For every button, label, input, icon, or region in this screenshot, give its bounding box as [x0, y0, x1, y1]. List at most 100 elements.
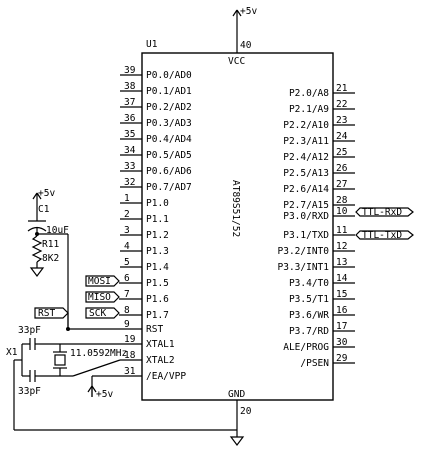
right-pin-name-25: P2.4/A12: [283, 152, 329, 163]
ttl-rxd-label: TTL-RxD: [362, 207, 402, 218]
right-pin-name-14: P3.4/T0: [289, 278, 329, 289]
vcc-arrow-l: [232, 9, 238, 17]
left-pin-num-2: 2: [124, 209, 130, 220]
left-pin-name-37: P0.2/AD2: [146, 102, 192, 113]
mosi-label: MOSI: [88, 276, 111, 287]
left-pin-name-36: P0.3/AD3: [146, 118, 192, 129]
xtal-wire-bottom: [72, 359, 121, 377]
cap-vcc-label: +5v: [38, 188, 55, 199]
right-pins: 21P2.0/A822P2.1/A923P2.2/A1024P2.3/A1125…: [278, 83, 355, 369]
sck-label: SCK: [89, 308, 106, 319]
right-pin-name-17: P3.7/RD: [289, 326, 329, 337]
left-pin-name-9: RST: [146, 324, 163, 335]
right-pin-num-30: 30: [336, 337, 348, 348]
right-pin-name-12: P3.2/INT0: [278, 246, 330, 257]
r11-zigzag: [31, 235, 43, 263]
left-pin-name-33: P0.6/AD6: [146, 166, 192, 177]
left-pin-num-37: 37: [124, 97, 135, 108]
vcc-top-label: +5v: [240, 6, 257, 17]
chip-ref: U1: [146, 39, 158, 50]
vcc-pin-num: 40: [240, 40, 252, 51]
left-pin-name-34: P0.5/AD5: [146, 150, 192, 161]
left-pin-num-1: 1: [124, 193, 130, 204]
left-pin-num-7: 7: [124, 289, 130, 300]
left-pin-name-19: XTAL1: [146, 339, 175, 350]
ea-vcc-label: +5v: [96, 389, 113, 400]
left-pin-num-6: 6: [124, 273, 130, 284]
left-pin-num-3: 3: [124, 225, 130, 236]
r11-gnd-symbol: [29, 267, 45, 277]
left-pin-num-39: 39: [124, 65, 136, 76]
ea-arrow-l: [87, 385, 93, 393]
left-pin-num-32: 32: [124, 177, 135, 188]
left-pin-num-33: 33: [124, 161, 135, 172]
left-pin-name-39: P0.0/AD0: [146, 70, 192, 81]
right-pin-name-24: P2.3/A11: [283, 136, 329, 147]
right-pin-num-10: 10: [336, 206, 348, 217]
right-pin-name-28: P2.7/A15: [283, 200, 329, 211]
c1-ref: C1: [38, 204, 50, 215]
left-pin-name-7: P1.6: [146, 294, 169, 305]
left-pin-name-2: P1.1: [146, 214, 169, 225]
left-pin-name-38: P0.1/AD1: [146, 86, 192, 97]
left-pin-num-36: 36: [124, 113, 136, 124]
right-pin-name-16: P3.6/WR: [289, 310, 329, 321]
right-pin-name-13: P3.3/INT1: [278, 262, 330, 273]
rst-tag: [34, 307, 69, 319]
cap-vcc-arrow-r: [36, 192, 42, 200]
r11-value: 8K2: [42, 253, 59, 264]
ttl-rxd-tag: [355, 207, 414, 217]
right-pin-num-14: 14: [336, 273, 348, 284]
right-pin-name-10: P3.0/RXD: [283, 211, 329, 222]
right-pin-name-15: P3.5/T1: [289, 294, 329, 305]
ea-arrow-r: [91, 385, 97, 393]
right-pin-name-29: /PSEN: [300, 358, 329, 369]
gnd-label: GND: [228, 389, 245, 400]
right-pin-name-21: P2.0/A8: [289, 88, 329, 99]
right-pin-num-29: 29: [336, 353, 348, 364]
mosi-tag: [85, 275, 120, 287]
sck-tag: [85, 307, 120, 319]
left-pin-num-4: 4: [124, 241, 130, 252]
right-pin-num-24: 24: [336, 131, 348, 142]
right-pin-num-17: 17: [336, 321, 347, 332]
left-pin-name-32: P0.7/AD7: [146, 182, 192, 193]
miso-tag: [85, 291, 120, 303]
gnd-symbol: [229, 436, 245, 446]
left-pin-name-1: P1.0: [146, 198, 169, 209]
vcc-label: VCC: [228, 56, 245, 67]
left-pin-name-35: P0.4/AD4: [146, 134, 192, 145]
left-pin-num-19: 19: [124, 334, 136, 345]
right-pin-num-13: 13: [336, 257, 347, 268]
xtal-ref: X1: [6, 347, 18, 358]
right-pin-num-27: 27: [336, 179, 347, 190]
ttl-txd-tag: [355, 230, 414, 240]
right-pin-name-11: P3.1/TXD: [283, 230, 329, 241]
xtal-cap-top-value: 33pF: [18, 325, 41, 336]
right-pin-num-26: 26: [336, 163, 348, 174]
left-pin-num-38: 38: [124, 81, 136, 92]
right-pin-num-25: 25: [336, 147, 347, 158]
left-pin-num-18: 18: [124, 350, 136, 361]
right-pin-name-27: P2.6/A14: [283, 184, 329, 195]
left-pin-num-31: 31: [124, 366, 136, 377]
xtal-freq: 11.0592MHz: [70, 348, 127, 359]
left-pin-name-3: P1.2: [146, 230, 169, 241]
left-pin-num-5: 5: [124, 257, 130, 268]
right-pin-num-28: 28: [336, 195, 348, 206]
right-pin-name-22: P2.1/A9: [289, 104, 329, 115]
right-pin-num-12: 12: [336, 241, 347, 252]
r11-ref: R11: [42, 239, 59, 250]
right-pin-num-21: 21: [336, 83, 348, 94]
xtal-body: [54, 354, 66, 366]
right-pin-name-23: P2.2/A10: [283, 120, 329, 131]
right-pin-num-16: 16: [336, 305, 348, 316]
right-pin-name-26: P2.5/A13: [283, 168, 329, 179]
right-pin-num-22: 22: [336, 99, 347, 110]
left-pin-name-31: /EA/VPP: [146, 371, 186, 382]
left-pin-num-8: 8: [124, 305, 130, 316]
left-pin-name-6: P1.5: [146, 278, 169, 289]
miso-label: MISO: [88, 292, 111, 303]
